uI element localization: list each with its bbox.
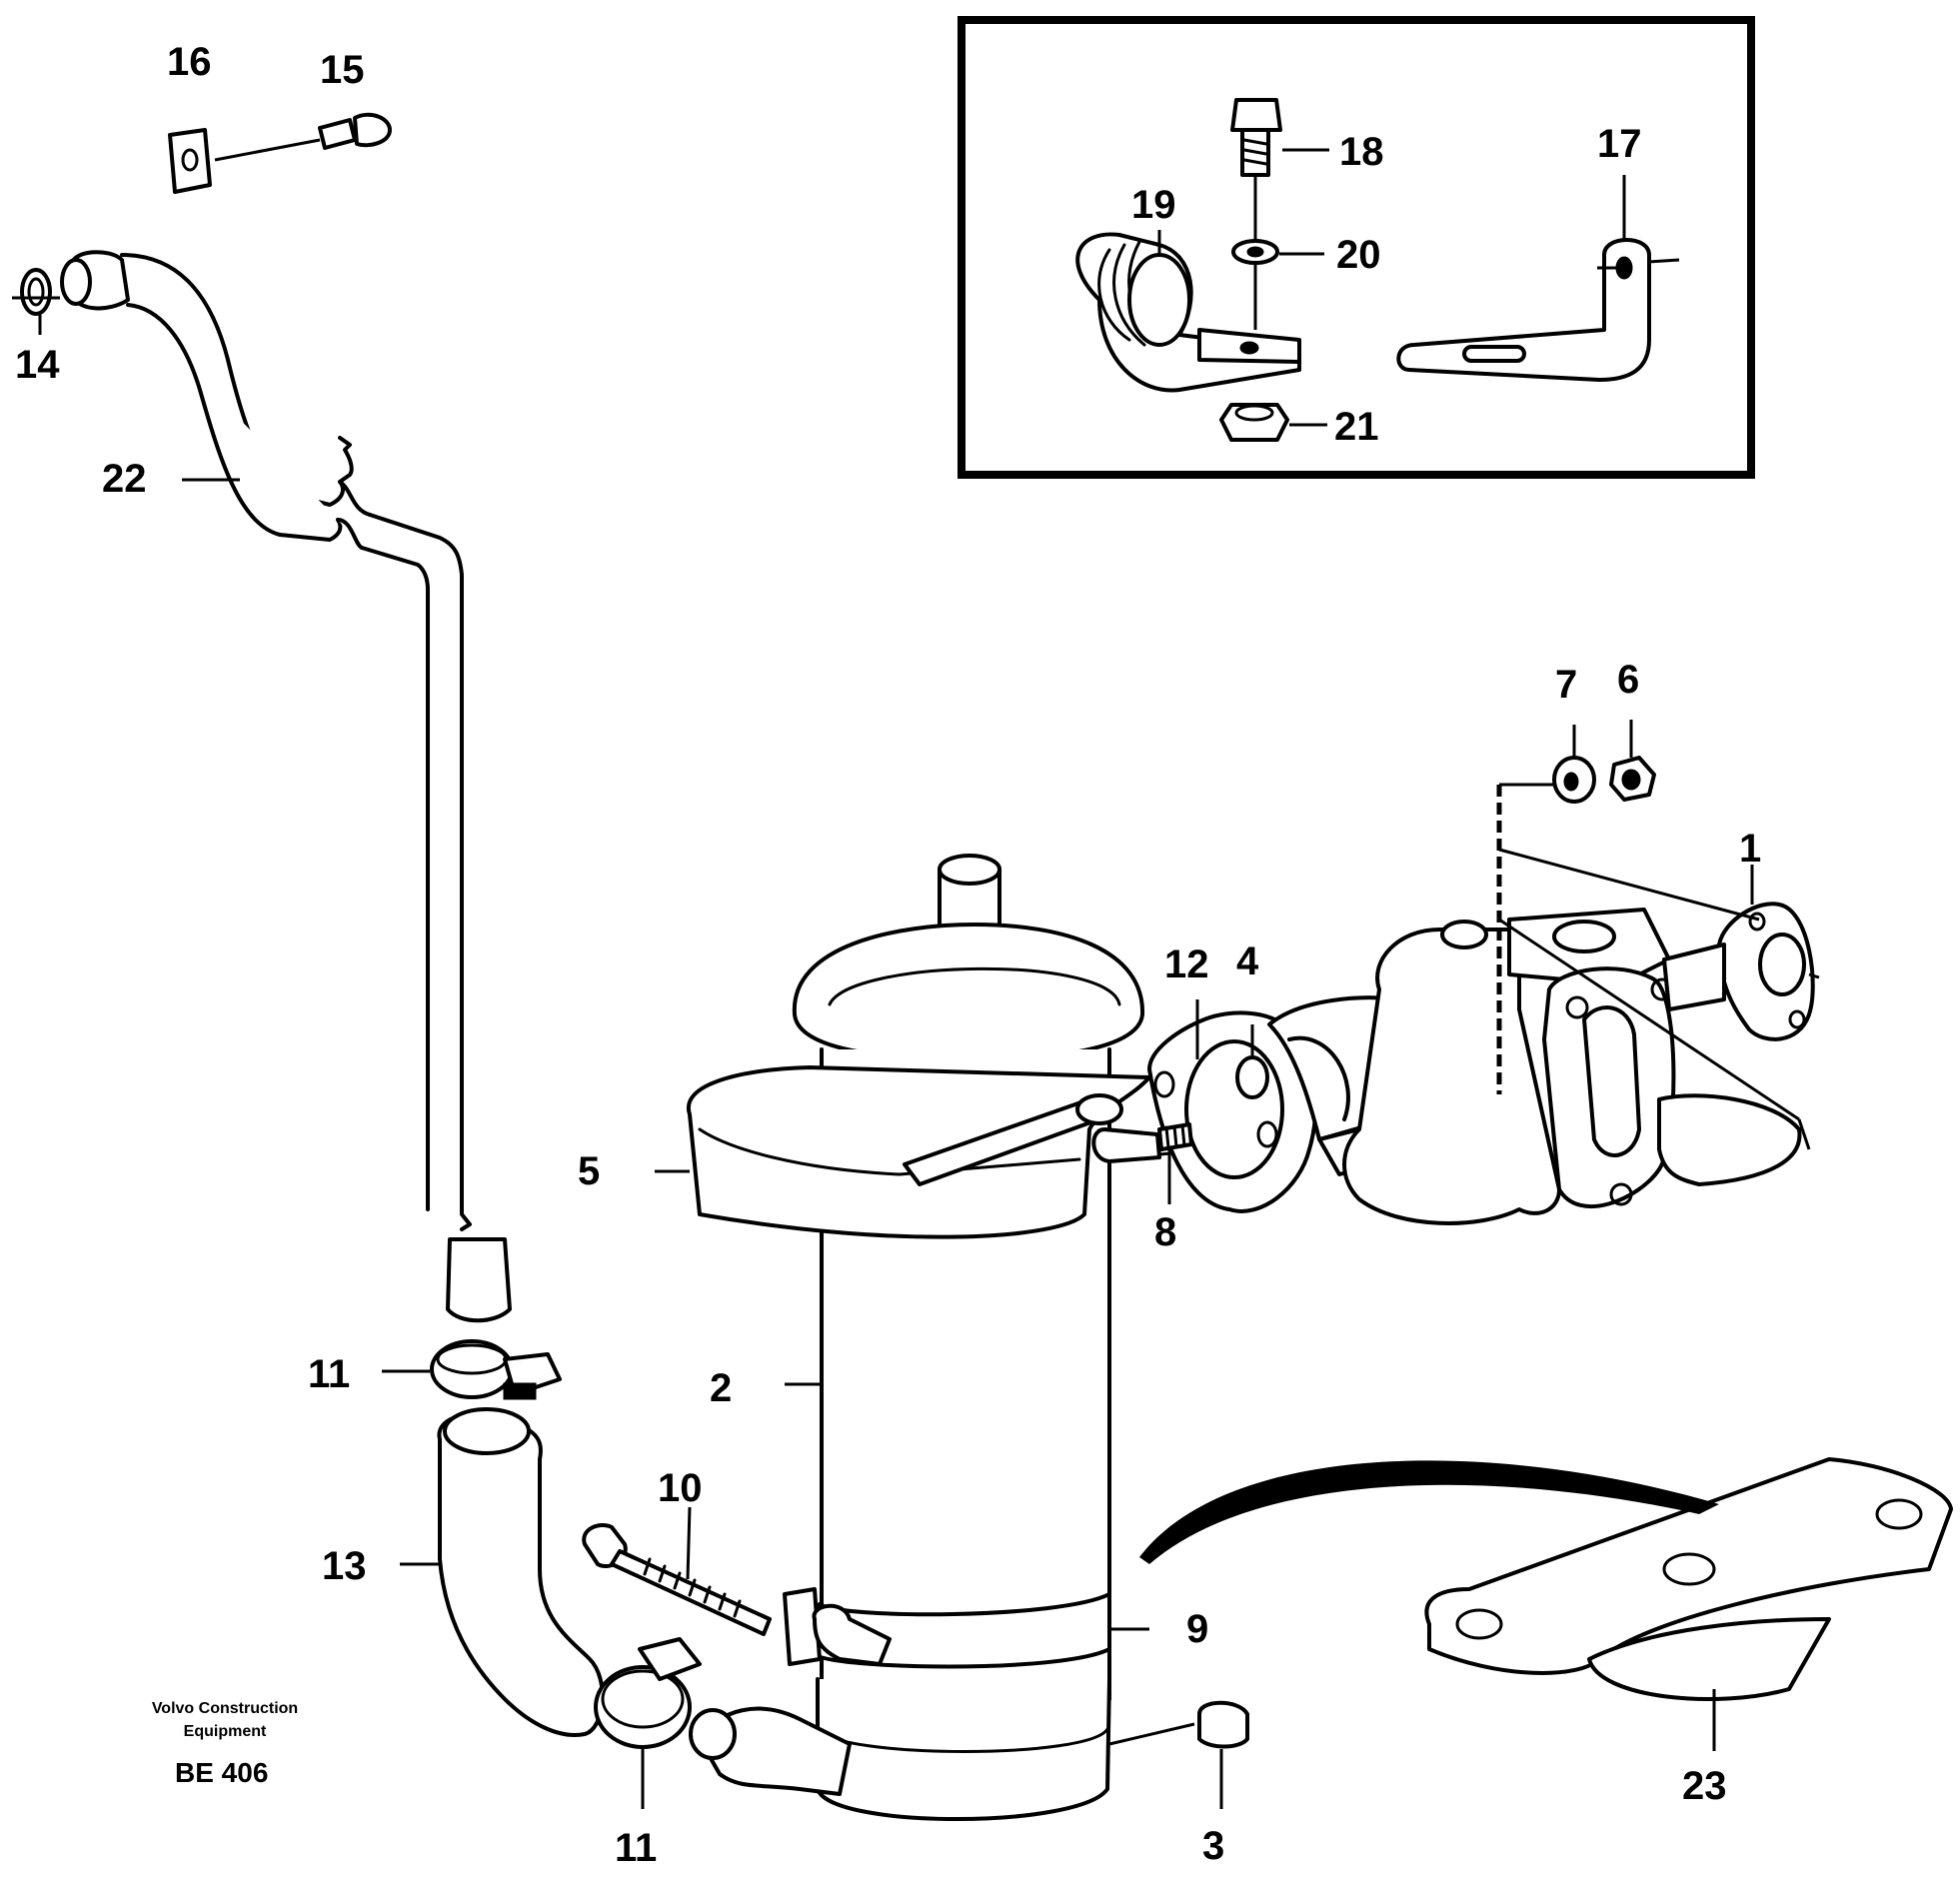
callout-18: 18 <box>1339 130 1384 174</box>
bolt-18 <box>1230 98 1282 240</box>
callout-14: 14 <box>15 343 60 387</box>
washer-7 <box>1552 756 1596 804</box>
footer-line-1: Volvo Construction <box>152 1700 298 1717</box>
callout-2: 2 <box>710 1366 732 1410</box>
callout-11-upper: 11 <box>308 1352 350 1396</box>
plug-3 <box>1108 1700 1249 1749</box>
callout-19: 19 <box>1131 183 1176 227</box>
callout-21: 21 <box>1334 405 1379 449</box>
thermostat-housing <box>1267 783 1820 1225</box>
callout-23: 23 <box>1682 1764 1727 1808</box>
callout-labels: 1 2 3 4 5 6 7 8 9 10 11 11 12 13 14 15 1… <box>15 40 1761 1870</box>
hose-13 <box>437 1407 605 1737</box>
callout-16: 16 <box>167 40 212 84</box>
callout-22: 22 <box>102 457 147 501</box>
callout-15: 15 <box>320 48 365 92</box>
callout-9: 9 <box>1186 1607 1208 1651</box>
footer-line-2: Equipment <box>184 1723 267 1740</box>
callout-12: 12 <box>1164 943 1209 986</box>
leader-lines <box>182 478 1754 1809</box>
stud-8 <box>1157 1122 1193 1151</box>
nut-6 <box>1609 756 1656 802</box>
callout-8: 8 <box>1154 1210 1176 1254</box>
callout-10: 10 <box>658 1466 703 1510</box>
o-ring-4 <box>1235 1055 1269 1099</box>
callout-6: 6 <box>1617 658 1639 702</box>
footer-code: BE 406 <box>175 1757 268 1788</box>
bracket-17 <box>1396 175 1680 382</box>
callout-17: 17 <box>1597 122 1642 166</box>
callout-3: 3 <box>1202 1824 1224 1868</box>
callout-13: 13 <box>322 1544 367 1588</box>
clip-16 <box>168 128 212 194</box>
hose-clamp-11-lower <box>594 1637 702 1749</box>
callout-20: 20 <box>1336 233 1381 277</box>
bolt-10 <box>582 1523 772 1636</box>
publisher-footer: Volvo Construction Equipment BE 406 <box>152 1700 298 1788</box>
callout-1: 1 <box>1739 827 1761 871</box>
callout-11-lower: 11 <box>615 1826 657 1870</box>
screw-15 <box>214 112 392 162</box>
tube-22 <box>60 250 512 1323</box>
mounting-plate-23 <box>1139 1457 1953 1701</box>
callout-4: 4 <box>1236 940 1259 983</box>
seal-ring-14 <box>12 268 60 335</box>
inset-detail-box <box>958 16 1755 479</box>
hose-clamp-11-upper <box>430 1339 562 1400</box>
nut-21 <box>1219 403 1289 442</box>
rubber-clamp-19 <box>1075 232 1301 393</box>
canister-2 <box>686 854 1196 1821</box>
callout-5: 5 <box>578 1149 600 1193</box>
callout-7: 7 <box>1555 663 1577 707</box>
washer-20 <box>1231 239 1279 330</box>
